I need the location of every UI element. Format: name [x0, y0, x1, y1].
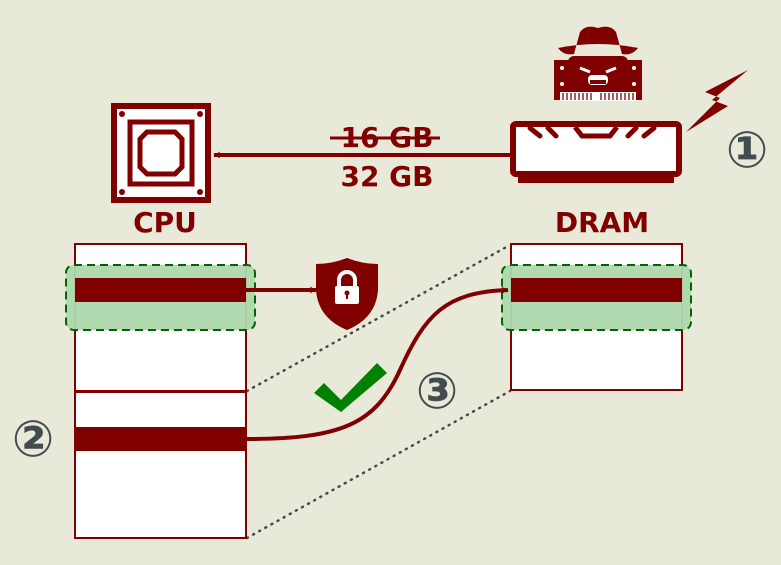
shield-lock-icon [316, 258, 378, 330]
cpu-memory-row [75, 427, 246, 451]
cpu-cached-row [75, 278, 246, 302]
projection-lines [245, 243, 512, 540]
cpu-label: CPU [133, 206, 197, 239]
projection-line-bottom [245, 389, 512, 540]
step-marker-1: ① [726, 121, 768, 179]
remap-arrow [245, 286, 509, 441]
cpu-memory-block [74, 391, 247, 539]
dram-label: DRAM [555, 206, 649, 239]
checkmark-icon [314, 363, 387, 412]
dram-memory-stack [501, 243, 692, 391]
step-marker-3: ③ [416, 362, 458, 420]
dram-row [511, 278, 682, 302]
cpu-chip-icon [111, 103, 211, 203]
ram-module-icon [510, 121, 682, 183]
lightning-bolt-icon [686, 70, 748, 132]
spy-hacker-icon [554, 26, 642, 101]
new-capacity-label: 32 GB [340, 160, 433, 193]
projection-line-top [245, 243, 512, 393]
step-marker-2: ② [12, 410, 54, 468]
cpu-memory-stack [65, 243, 256, 539]
